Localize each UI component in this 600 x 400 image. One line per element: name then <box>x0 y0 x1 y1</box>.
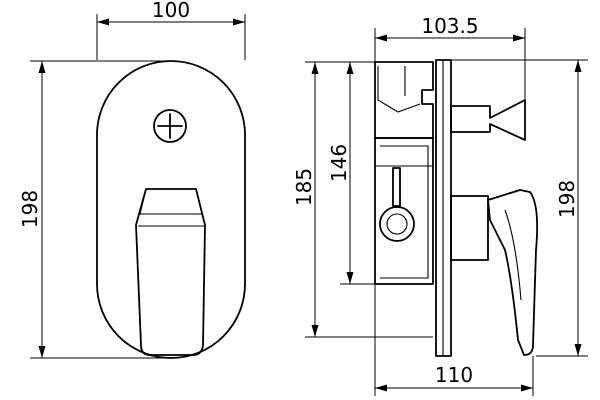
diverter-knob-icon <box>153 109 187 143</box>
dimension-side-overall-height: 185 <box>292 61 433 338</box>
dimension-side-body-height: 146 <box>327 61 375 285</box>
side-valve-body <box>374 61 434 285</box>
side-view: 103.5 110 185 146 <box>292 14 588 396</box>
front-width-label: 100 <box>152 0 190 22</box>
side-depth-bottom-label: 110 <box>435 363 473 387</box>
dimension-side-depth-bottom: 110 <box>374 284 534 396</box>
side-diverter-knob <box>450 99 526 141</box>
side-body-height-label: 146 <box>327 144 351 182</box>
side-depth-top-label: 103.5 <box>421 14 478 38</box>
front-height-label: 198 <box>18 190 42 228</box>
dimension-front-height: 198 <box>18 60 170 359</box>
side-overall-height-label: 185 <box>292 168 316 206</box>
front-view: 100 198 <box>18 0 246 359</box>
dimension-front-width: 100 <box>96 0 246 60</box>
side-plate-height-label: 198 <box>555 180 579 218</box>
front-cover-plate <box>96 60 246 359</box>
dimension-side-depth-top: 103.5 <box>374 14 526 100</box>
front-lever-handle <box>135 188 206 356</box>
side-cartridge-stem <box>379 167 415 242</box>
side-lever-handle <box>450 189 539 356</box>
side-cover-plate <box>435 59 452 357</box>
dimension-side-plate-height: 198 <box>451 59 588 357</box>
